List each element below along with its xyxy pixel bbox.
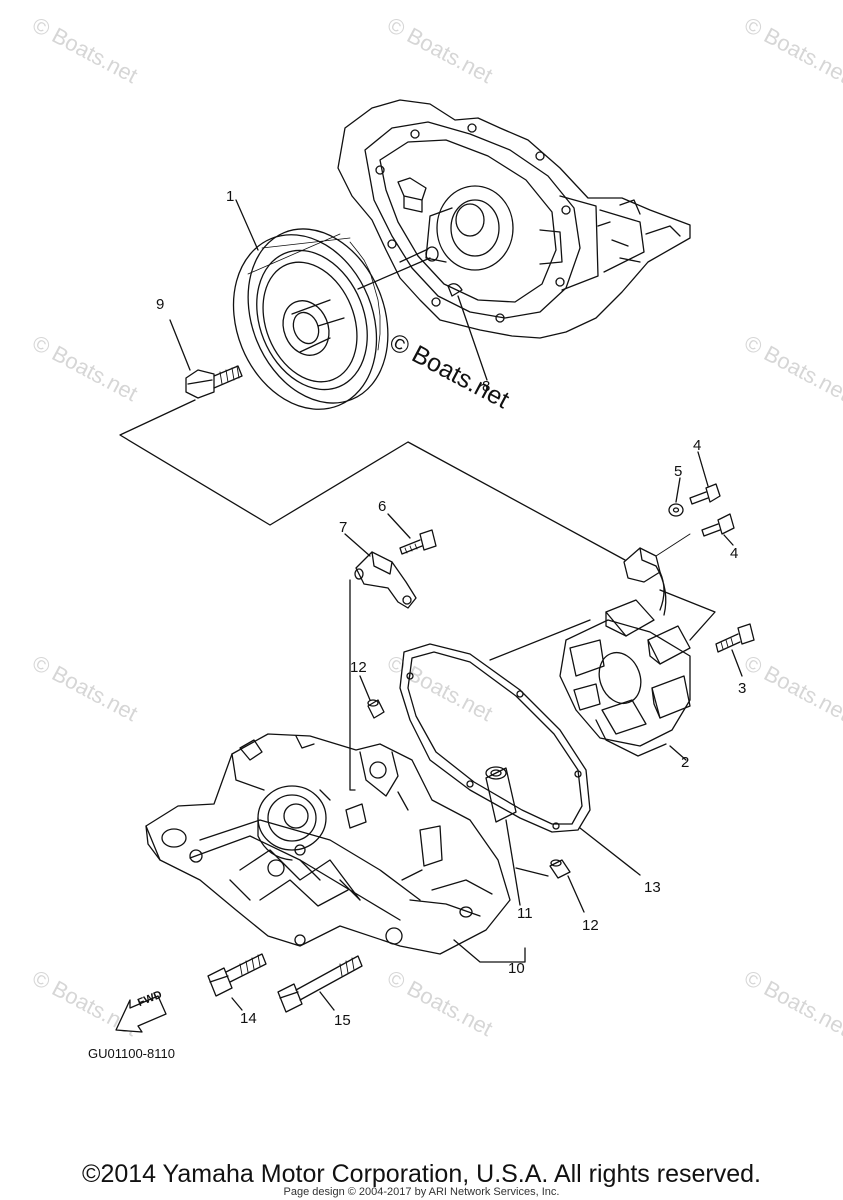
leader-9 xyxy=(169,319,191,371)
leader-2 xyxy=(669,745,687,761)
callout-15: 15 xyxy=(334,1012,351,1029)
flywheel-bolt xyxy=(185,365,243,399)
lead-wire-holder xyxy=(354,551,417,609)
bracket-screw xyxy=(399,529,437,555)
callout-9: 9 xyxy=(156,296,165,313)
leader-10 xyxy=(453,939,526,963)
reference-line xyxy=(515,867,549,877)
leader-4b xyxy=(723,534,734,546)
washer xyxy=(668,503,684,517)
callout-5: 5 xyxy=(674,463,683,480)
reference-line xyxy=(119,399,626,561)
callout-11: 11 xyxy=(517,905,533,922)
fwd-arrow-icon xyxy=(115,995,167,1033)
leader-3 xyxy=(731,649,743,677)
leader-14 xyxy=(231,997,243,1011)
callout-4-lower: 4 xyxy=(730,545,739,562)
cover-bolt-long xyxy=(277,955,363,1013)
callout-3: 3 xyxy=(738,680,747,697)
leader-11 xyxy=(505,819,521,906)
leader-12a xyxy=(359,675,371,701)
diagram-code: GU01100-8110 xyxy=(88,1046,175,1061)
crankcase-cover xyxy=(145,733,511,955)
callout-1: 1 xyxy=(226,188,235,205)
callout-12-upper: 12 xyxy=(350,659,367,676)
leader-1 xyxy=(235,199,259,251)
callout-10: 10 xyxy=(508,960,525,977)
reference-line xyxy=(349,579,356,791)
reference-line xyxy=(489,619,591,661)
leader-8 xyxy=(457,295,488,381)
flywheel-rotor xyxy=(232,228,389,410)
callout-13: 13 xyxy=(644,879,661,896)
leader-15 xyxy=(319,991,335,1011)
callout-14: 14 xyxy=(240,1010,257,1027)
leader-5 xyxy=(675,477,681,503)
callout-2: 2 xyxy=(681,754,690,771)
engine-case xyxy=(337,99,691,339)
dowel-pin-upper xyxy=(367,699,385,719)
leader-13 xyxy=(579,827,641,876)
pickup-bolt-lower xyxy=(701,513,735,537)
pickup-coil xyxy=(623,533,691,616)
copyright-notice: ©2014 Yamaha Motor Corporation, U.S.A. A… xyxy=(82,1160,761,1188)
callout-6: 6 xyxy=(378,498,387,515)
dowel-pin-lower xyxy=(549,859,571,879)
callout-8: 8 xyxy=(482,378,491,395)
bushing xyxy=(485,766,517,823)
cover-bolt-short xyxy=(207,953,267,997)
leader-6 xyxy=(387,513,411,539)
washer xyxy=(672,507,680,513)
callout-7: 7 xyxy=(339,519,348,536)
page-credit: Page design © 2004-2017 by ARI Network S… xyxy=(283,1186,560,1198)
crankshaft-leader xyxy=(357,257,431,290)
stator-bolt xyxy=(715,623,755,653)
leader-12b xyxy=(567,875,585,913)
stator-assembly xyxy=(559,599,691,757)
callout-4-upper: 4 xyxy=(693,437,702,454)
reference-line xyxy=(659,589,716,641)
callout-12-lower: 12 xyxy=(582,917,599,934)
leader-4a xyxy=(697,451,709,487)
pickup-bolt-upper xyxy=(689,483,721,505)
cover-gasket xyxy=(399,643,591,833)
leader-7 xyxy=(344,533,371,557)
